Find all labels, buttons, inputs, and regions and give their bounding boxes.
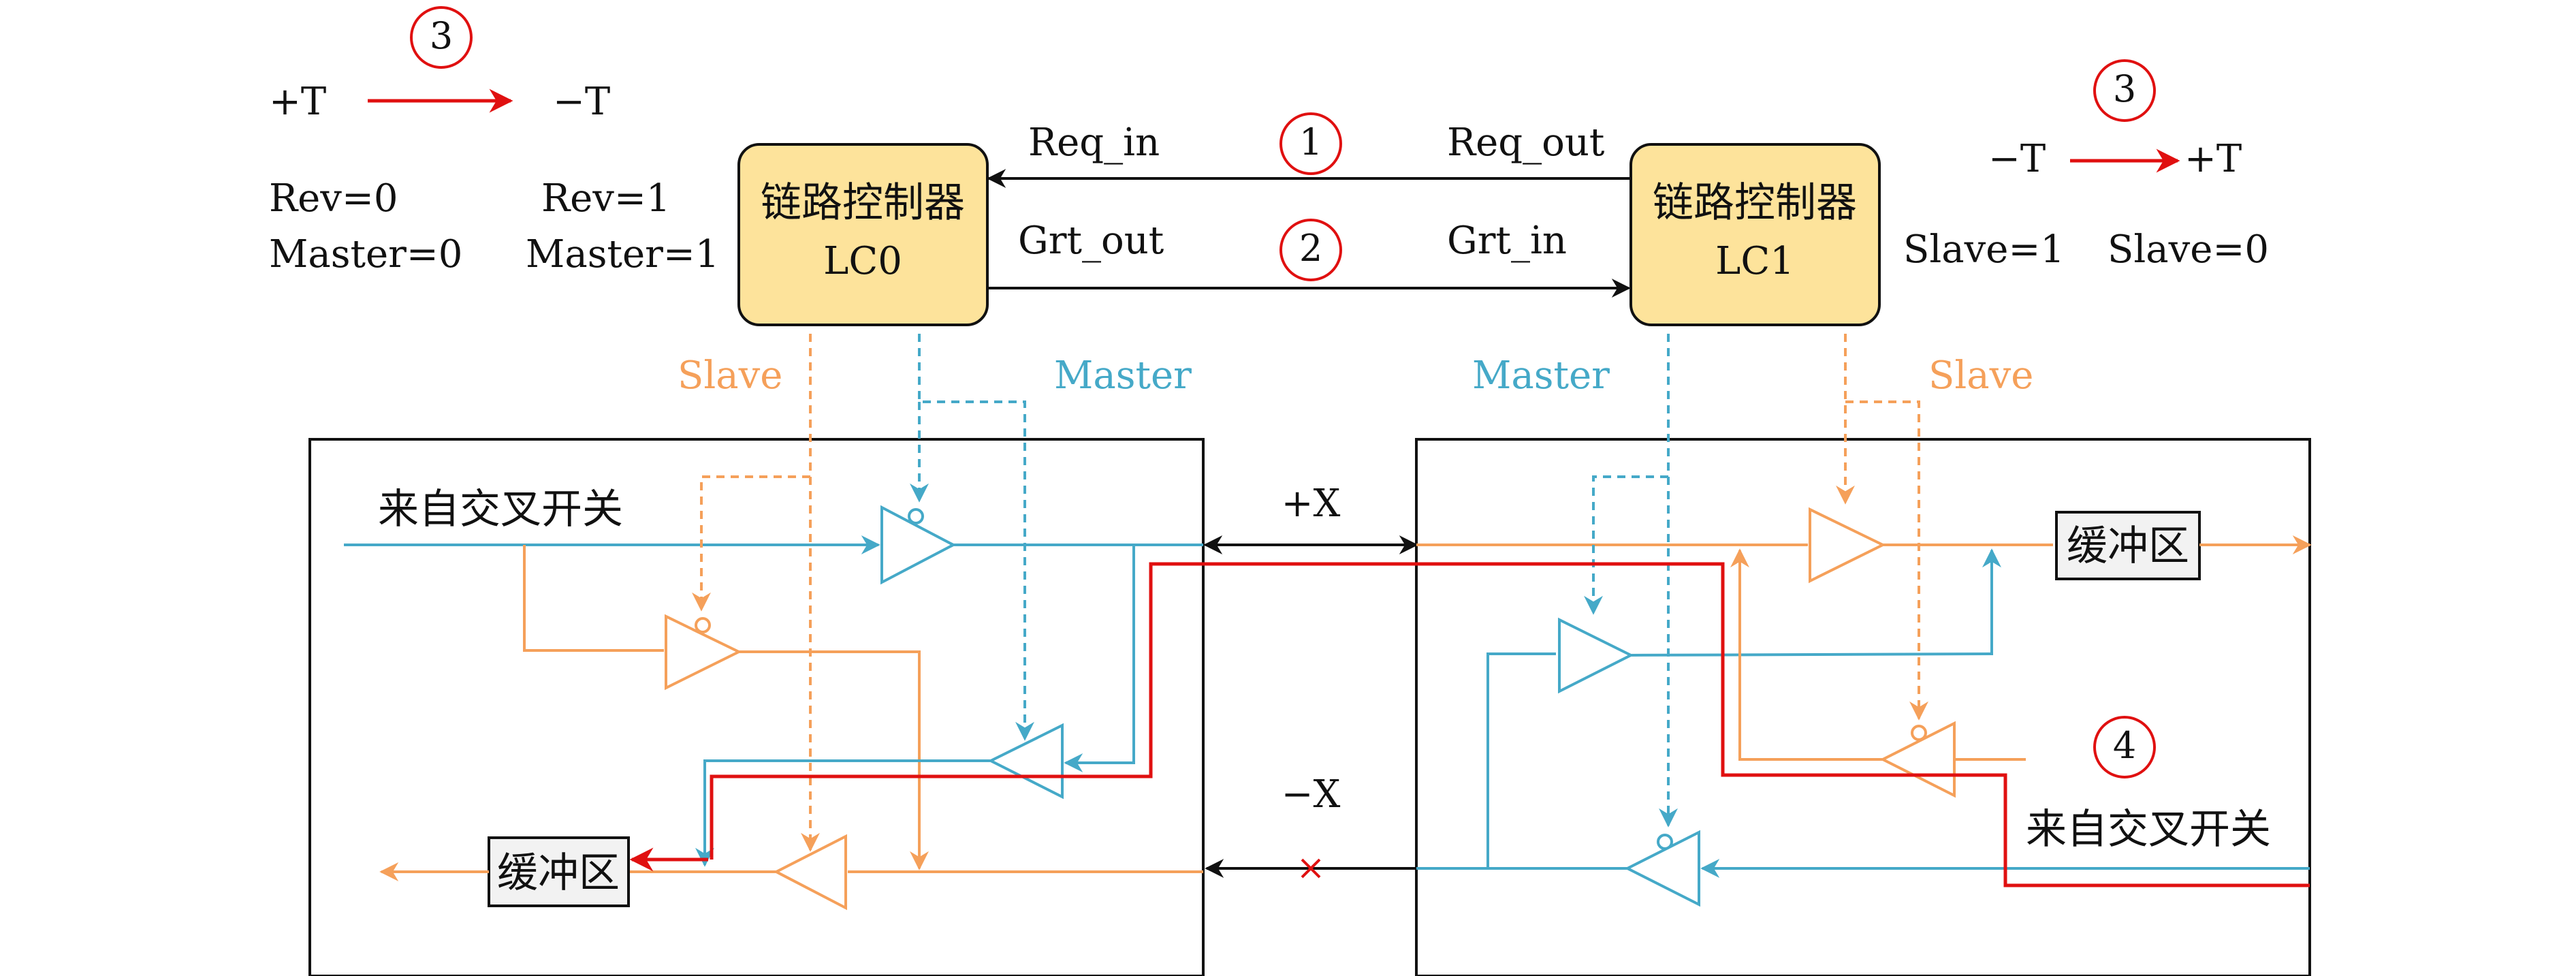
step-1: 1 — [1299, 121, 1322, 163]
link-controller-lc0: 链路控制器 LC0 — [737, 143, 989, 326]
right-tri-bottom-enable-bubble — [1657, 834, 1673, 850]
right-tri-rx-enable-bubble — [1911, 725, 1927, 741]
lc0-id: LC0 — [823, 239, 902, 283]
left-blue-feedback — [1064, 545, 1135, 772]
right-buffer-label: 缓冲区 — [2067, 522, 2189, 570]
lc0-master-0: Master=0 — [269, 232, 462, 277]
left-tri-mid-enable-bubble — [695, 617, 711, 633]
lc1-id: LC1 — [1715, 239, 1794, 283]
left-master-enable-rx — [918, 334, 1034, 741]
legend-right-step-circle — [2093, 59, 2156, 122]
right-orange-rx-output — [1730, 548, 1883, 761]
left-orange-mid-output — [739, 650, 929, 870]
minus-x-label: −X — [1282, 772, 1341, 817]
right-buffer-tri-rx — [1879, 721, 1956, 798]
right-slave-enable-rx — [1845, 400, 1928, 721]
step-4-circle — [2093, 716, 2156, 778]
left-buffer-tri-mid — [665, 614, 742, 691]
left-blue-rx-output — [695, 759, 991, 867]
step-1-circle — [1279, 112, 1342, 175]
step-4: 4 — [2113, 724, 2136, 767]
active-data-path — [710, 562, 2310, 887]
left-slave-enable-mid — [692, 475, 810, 612]
port-box-right — [1415, 438, 2311, 976]
port-box-left — [308, 438, 1205, 976]
lc0-box — [737, 143, 989, 326]
right-crossbar-label: 来自交叉开关 — [2026, 806, 2271, 853]
left-buffer-label: 缓冲区 — [497, 849, 620, 897]
left-master-label: Master — [1054, 353, 1192, 398]
left-buffer-box — [488, 836, 630, 907]
link-controller-lc1: 链路控制器 LC1 — [1629, 143, 1881, 326]
left-buffer-tri-top — [880, 505, 957, 585]
left-orange-branch — [523, 545, 664, 652]
lc0-name: 链路控制器 — [761, 179, 965, 227]
right-master-enable-mid — [1584, 475, 1668, 615]
legend-left-step: 3 — [430, 14, 453, 57]
right-buffer-tri-top — [1809, 507, 1886, 584]
legend-left-step-circle — [410, 6, 473, 69]
legend-left: +T −T 3 — [269, 6, 610, 124]
lc0-rev-0: Rev=0 — [269, 176, 398, 221]
lc1-slave-0: Slave=0 — [2108, 227, 2269, 272]
right-buffer-tri-mid — [1558, 617, 1634, 694]
lc1-box — [1629, 143, 1881, 326]
left-buffer-tri-bottom — [773, 834, 847, 911]
legend-left-from: +T — [269, 80, 326, 124]
legend-right-from: −T — [1988, 137, 2046, 181]
grt-in-label: Grt_in — [1447, 219, 1567, 263]
lc0-rev-1: Rev=1 — [541, 176, 671, 221]
left-box-internals: 来自交叉开关 缓冲区 — [344, 334, 1203, 911]
right-buffer-tri-bottom — [1624, 830, 1700, 907]
left-buffer-tri-rx — [987, 723, 1064, 800]
right-blue-mid-input — [1486, 652, 1556, 868]
legend-left-to: −T — [553, 80, 610, 124]
left-slave-label: Slave — [678, 353, 782, 398]
req-in-label: Req_in — [1028, 121, 1160, 165]
legend-right-step: 3 — [2113, 67, 2136, 110]
right-box-internals: 缓冲区 来自交叉开关 4 — [1416, 334, 2312, 907]
plus-x-label: +X — [1282, 482, 1341, 526]
legend-right: −T +T 3 — [1988, 59, 2242, 181]
grt-out-label: Grt_out — [1018, 219, 1164, 263]
lc1-name: 链路控制器 — [1653, 179, 1857, 227]
left-crossbar-label: 来自交叉开关 — [378, 486, 623, 533]
legend-right-to: +T — [2184, 137, 2242, 181]
right-slave-label: Slave — [1928, 353, 2033, 398]
minus-x-blocked-mark — [1301, 858, 1321, 879]
lc1-slave-1: Slave=1 — [1903, 227, 2065, 272]
left-tri-top-enable-bubble — [908, 508, 924, 524]
step-2-circle — [1279, 219, 1342, 281]
step-2: 2 — [1299, 227, 1322, 270]
right-blue-mid-output — [1630, 548, 2001, 657]
right-buffer-box — [2055, 511, 2201, 580]
req-out-label: Req_out — [1447, 121, 1605, 165]
lc0-master-1: Master=1 — [526, 232, 719, 277]
right-master-label: Master — [1472, 353, 1610, 398]
